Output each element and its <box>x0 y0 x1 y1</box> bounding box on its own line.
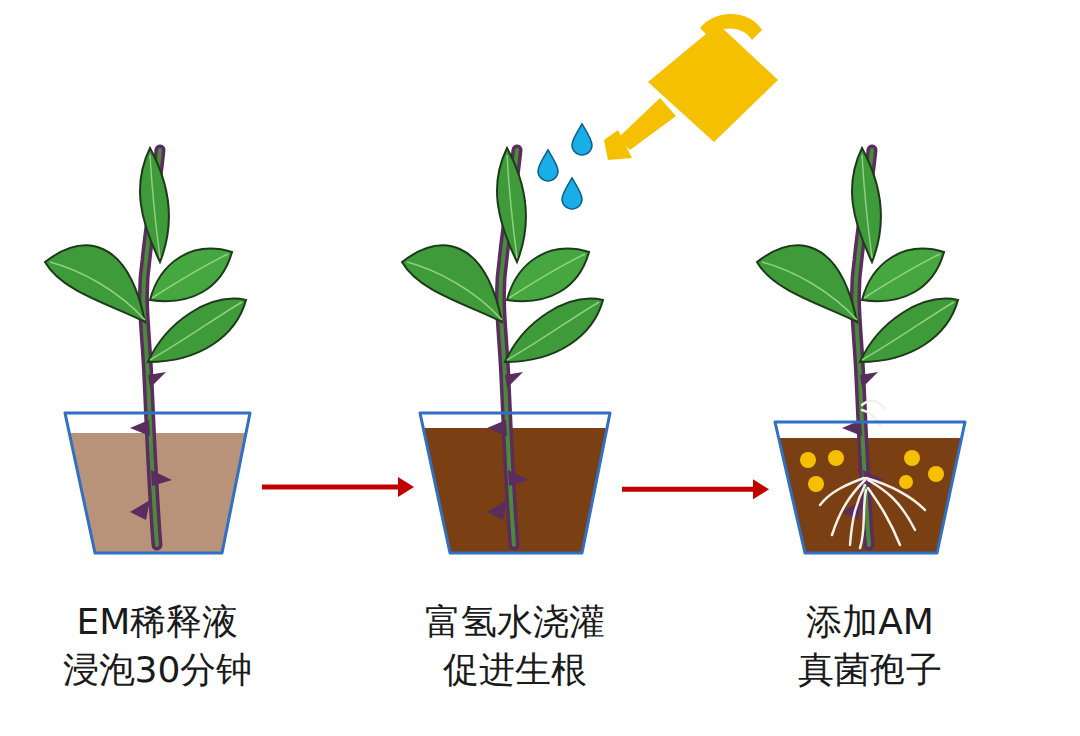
pot-outline <box>420 413 610 553</box>
step-pot: EM稀释液 浸泡30分钟 <box>65 413 250 553</box>
flow-arrow <box>622 479 769 499</box>
pot-outline <box>775 422 965 553</box>
step-pot: 富氢水浇灌 促进生根 <box>420 413 610 553</box>
step-caption: 富氢水浇灌 促进生根 <box>425 598 605 694</box>
pot-outline <box>65 413 250 553</box>
flow-arrow <box>262 477 414 497</box>
step-caption: 添加AM 真菌孢子 <box>798 598 942 694</box>
step-pot: 添加AM 真菌孢子 <box>775 422 965 553</box>
step-caption: EM稀释液 浸泡30分钟 <box>63 598 253 694</box>
